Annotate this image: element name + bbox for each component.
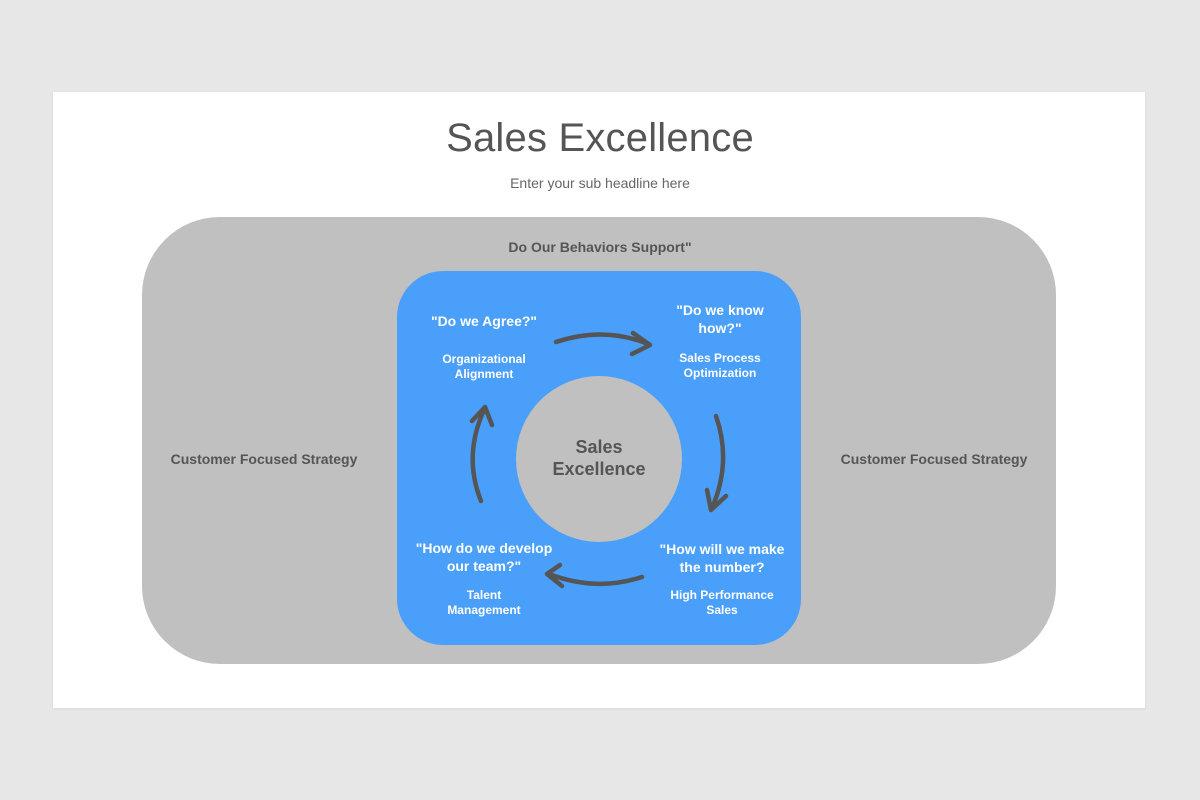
page-subtitle: Enter your sub headline here: [510, 175, 690, 191]
quadrant-top-right-question: "Do we know how?": [640, 301, 800, 337]
quadrant-top-left-subtitle-line1: Organizational: [442, 352, 526, 366]
quadrant-top-left-question: "Do we Agree?": [430, 313, 538, 329]
quadrant-top-right-question-line2: how?": [698, 320, 742, 336]
quadrant-bottom-right-subtitle: High Performance Sales: [632, 588, 812, 618]
quadrant-top-right-subtitle-line2: Optimization: [683, 366, 757, 380]
quadrant-bottom-left-subtitle: Talent Management: [394, 588, 574, 618]
quadrant-top-left-subtitle: Organizational Alignment: [404, 352, 564, 382]
quadrant-bottom-right-question-line2: the number?: [679, 559, 765, 575]
center-circle: [516, 376, 682, 542]
quadrant-bottom-right-subtitle-line1: High Performance: [670, 588, 774, 602]
quadrant-top-right-question-line1: "Do we know: [676, 302, 764, 318]
quadrant-top-right-subtitle: Sales Process Optimization: [640, 351, 800, 381]
center-label: Sales Excellence: [516, 436, 682, 480]
quadrant-bottom-left-question-line1: "How do we develop: [415, 540, 553, 556]
center-label-line2: Excellence: [552, 459, 646, 479]
quadrant-top-right-subtitle-line1: Sales Process: [679, 351, 761, 365]
outer-top-label: Do Our Behaviors Support": [508, 239, 692, 255]
outer-right-label: Customer Focused Strategy: [840, 451, 1028, 467]
quadrant-bottom-right-subtitle-line2: Sales: [706, 603, 738, 617]
quadrant-bottom-left-subtitle-line2: Management: [447, 603, 521, 617]
quadrant-top-left-subtitle-line2: Alignment: [454, 367, 514, 381]
quadrant-bottom-right-question-line1: "How will we make: [659, 541, 785, 557]
quadrant-bottom-left-question: "How do we develop our team?": [394, 539, 574, 575]
center-label-line1: Sales: [575, 437, 623, 457]
quadrant-bottom-left-subtitle-line1: Talent: [466, 588, 502, 602]
page-title: Sales Excellence: [446, 116, 754, 160]
quadrant-bottom-left-question-line2: our team?": [446, 558, 522, 574]
quadrant-bottom-right-question: "How will we make the number?: [632, 540, 812, 576]
outer-left-label: Customer Focused Strategy: [170, 451, 358, 467]
